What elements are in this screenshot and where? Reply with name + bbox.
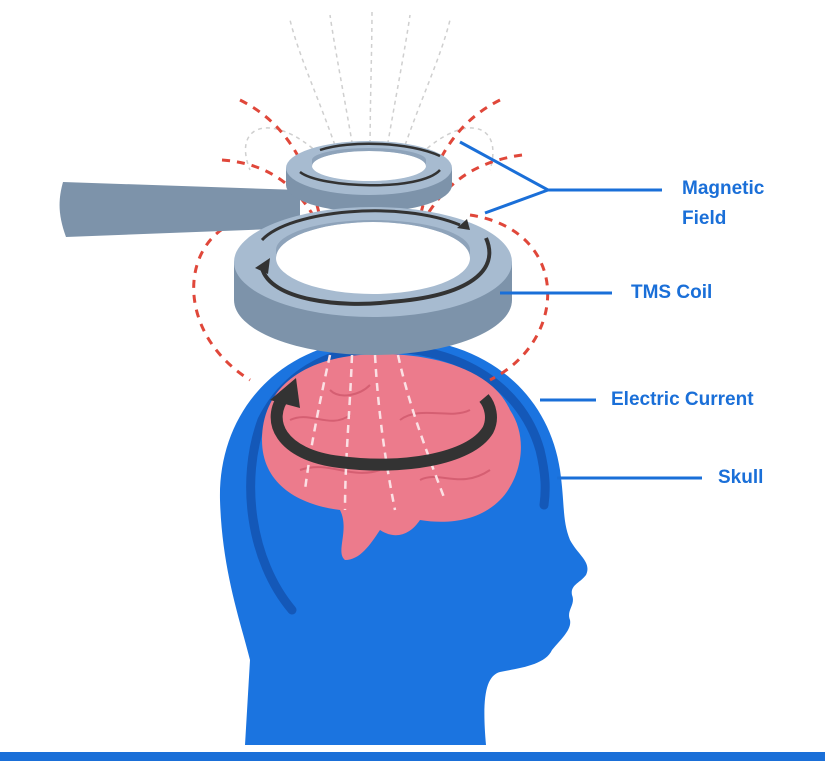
label-electric-current: Electric Current (611, 389, 754, 410)
induced-field-lines (303, 354, 447, 511)
coil-current-arrow (260, 237, 492, 306)
small-coil (286, 141, 452, 212)
leader-lines (459, 140, 702, 480)
electric-current-arrow (270, 391, 497, 471)
current-arrowhead (270, 378, 300, 408)
large-coil (234, 207, 512, 355)
bottom-bar (0, 752, 825, 761)
brain (262, 354, 521, 560)
label-tms-coil: TMS Coil (631, 282, 713, 303)
label-magnetic-field-2: Field (682, 208, 727, 229)
coil-handle (59, 182, 300, 237)
label-magnetic-field-1: Magnetic (682, 178, 765, 199)
label-skull: Skull (718, 467, 764, 488)
